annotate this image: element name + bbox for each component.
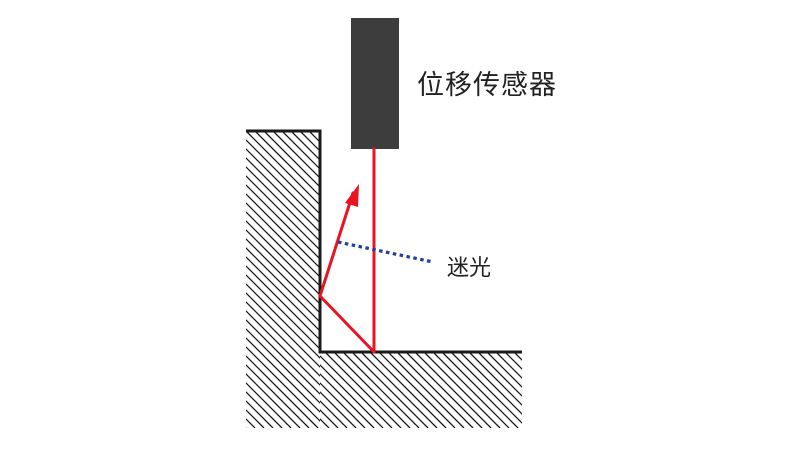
hatch-line — [246, 427, 247, 428]
hatch-line — [405, 352, 483, 428]
hatch-line — [432, 352, 510, 428]
hatch-line — [441, 352, 519, 428]
wall-hatching — [246, 132, 320, 428]
hatch-line — [246, 328, 320, 404]
hatch-line — [246, 337, 320, 413]
stray-light-dotted-line — [337, 240, 434, 264]
hatch-line — [282, 132, 320, 170]
hatch-line — [246, 202, 320, 278]
hatch-line — [246, 193, 320, 269]
hatch-line — [246, 238, 320, 314]
hatch-line — [246, 409, 265, 428]
hatch-line — [246, 418, 256, 428]
hatch-line — [423, 352, 501, 428]
hatch-line — [477, 352, 522, 397]
hatch-line — [414, 352, 492, 428]
hatch-line — [246, 292, 320, 368]
hatch-line — [324, 352, 402, 428]
hatch-line — [342, 352, 420, 428]
hatch-line — [246, 400, 274, 428]
hatch-line — [246, 211, 320, 287]
hatch-line — [504, 352, 522, 370]
hatch-line — [320, 391, 357, 428]
hatch-line — [369, 352, 447, 428]
displacement-sensor — [351, 18, 399, 149]
hatch-line — [468, 352, 522, 406]
hatch-line — [255, 132, 320, 197]
hatch-line — [459, 352, 522, 415]
hatch-line — [495, 352, 522, 379]
hatch-line — [378, 352, 456, 428]
hatch-line — [246, 274, 320, 350]
hatch-line — [320, 373, 375, 428]
hatch-line — [351, 352, 429, 428]
hatch-line — [523, 352, 599, 428]
hatch-line — [246, 148, 320, 224]
hatch-line — [532, 352, 608, 428]
hatch-line — [246, 310, 320, 386]
hatch-line — [246, 364, 310, 428]
hatch-line — [246, 346, 320, 422]
hatch-line — [246, 139, 320, 215]
hatch-line — [246, 391, 283, 428]
hatch-line — [246, 382, 292, 428]
hatch-line — [320, 409, 339, 428]
hatch-line — [246, 166, 320, 242]
hatch-line — [320, 364, 384, 428]
hatch-line — [246, 265, 320, 341]
hatch-line — [246, 319, 320, 395]
hatch-line — [246, 247, 320, 323]
hatch-line — [246, 157, 320, 233]
hatch-line — [320, 355, 393, 428]
hatch-line — [320, 382, 366, 428]
hatch-line — [246, 175, 320, 251]
hatch-line — [246, 229, 320, 305]
hatch-line — [246, 283, 320, 359]
hatch-line — [320, 418, 330, 428]
hatch-line — [360, 352, 438, 428]
stray-light-label: 迷光 — [447, 256, 492, 281]
floor-hatching — [320, 352, 608, 428]
reflection-arrowhead-icon — [345, 184, 359, 207]
hatch-line — [246, 373, 301, 428]
hatch-line — [320, 427, 321, 428]
laser-paths — [318, 147, 376, 354]
hatch-line — [246, 256, 320, 332]
hatch-line — [246, 132, 320, 206]
hatch-line — [246, 301, 320, 377]
surface-outline — [246, 129, 522, 354]
hatch-line — [387, 352, 465, 428]
hatch-line — [246, 184, 320, 260]
hatch-line — [333, 352, 411, 428]
hatch-line — [246, 220, 320, 296]
hatch-line — [450, 352, 522, 424]
hatch-line — [264, 132, 320, 188]
laser-reflection-path — [318, 191, 376, 354]
hatch-line — [396, 352, 474, 428]
hatch-line — [513, 352, 522, 361]
hatch-line — [246, 355, 319, 428]
hatch-line — [320, 400, 348, 428]
sensor-label: 位移传感器 — [417, 70, 557, 101]
hatch-line — [486, 352, 522, 388]
hatch-line — [291, 132, 320, 161]
